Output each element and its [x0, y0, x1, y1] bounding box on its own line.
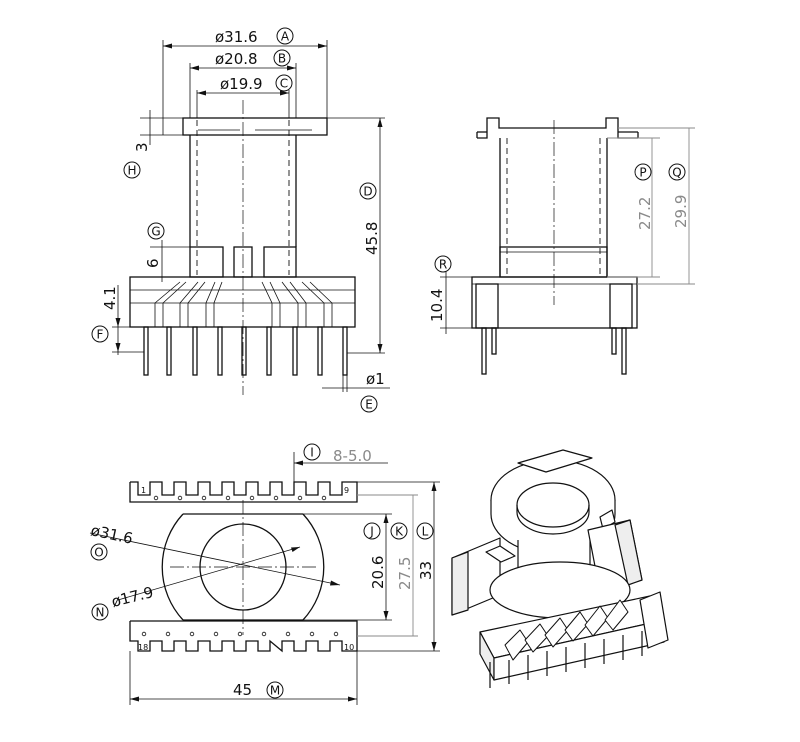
callout-i: I — [303, 443, 321, 461]
dim-a-value: ø31.6 — [215, 28, 258, 46]
svg-text:B: B — [278, 52, 286, 66]
svg-text:G: G — [151, 225, 160, 239]
svg-text:M: M — [270, 684, 280, 698]
svg-text:F: F — [97, 328, 104, 342]
svg-text:J: J — [369, 525, 374, 539]
callout-b: B — [273, 49, 291, 67]
isometric-view — [451, 449, 669, 688]
svg-text:E: E — [365, 398, 373, 412]
callout-o: O — [90, 543, 108, 561]
top-flange — [182, 117, 328, 136]
svg-text:C: C — [280, 77, 288, 91]
bottom-view: 1 9 18 10 ø31.6 O — [89, 443, 440, 705]
pin-label-18: 18 — [138, 643, 148, 652]
svg-text:N: N — [96, 606, 105, 620]
svg-text:O: O — [94, 546, 103, 560]
dim-f-value: 4.1 — [101, 286, 119, 310]
callout-d: D — [359, 182, 377, 200]
svg-text:I: I — [310, 446, 314, 460]
svg-text:L: L — [422, 525, 429, 539]
dim-l-value: 33 — [417, 561, 435, 580]
pin-label-9: 9 — [344, 486, 349, 495]
svg-text:A: A — [281, 30, 290, 44]
callout-l: L — [416, 522, 434, 540]
callout-m: M — [266, 681, 284, 699]
svg-text:P: P — [639, 166, 646, 180]
front-view: ø31.6 A ø20.8 B ø19.9 C 45.8 — [91, 27, 390, 413]
dim-r-value: 10.4 — [428, 289, 446, 322]
bottom-pin-row — [129, 620, 358, 653]
callout-k: K — [390, 522, 408, 540]
top-pin-row — [129, 481, 358, 503]
side-view: 27.2 P 29.9 Q 10.4 R — [428, 117, 695, 375]
callout-a: A — [276, 27, 294, 45]
dim-c-value: ø19.9 — [220, 75, 263, 93]
dim-h-value: 3 — [133, 142, 151, 152]
callout-j: J — [363, 522, 381, 540]
svg-text:K: K — [395, 525, 404, 539]
dim-k-value: 27.5 — [396, 557, 414, 590]
callout-g: G — [147, 222, 165, 240]
dim-g-value: 6 — [144, 258, 162, 268]
callout-p: P — [634, 163, 652, 181]
dim-j-value: 20.6 — [369, 556, 387, 589]
pin-label-1: 1 — [141, 486, 146, 495]
svg-text:R: R — [439, 258, 447, 272]
dim-q-value: 29.9 — [672, 195, 690, 228]
dim-i-value: 8-5.0 — [333, 447, 372, 465]
front-pins — [143, 326, 348, 376]
callout-q: Q — [668, 163, 686, 181]
svg-text:H: H — [127, 164, 136, 178]
pin-label-10: 10 — [344, 643, 354, 652]
svg-text:D: D — [363, 185, 372, 199]
callout-r: R — [434, 255, 452, 273]
dim-b-value: ø20.8 — [215, 50, 258, 68]
dim-d-value: 45.8 — [363, 222, 381, 255]
dim-o-value: ø31.6 — [89, 521, 134, 547]
callout-e: E — [360, 395, 378, 413]
dim-e-value: ø1 — [366, 370, 385, 388]
callout-n: N — [91, 603, 109, 621]
dim-n-value: ø17.9 — [110, 583, 156, 611]
callout-f: F — [91, 325, 109, 343]
dim-m-value: 45 — [233, 681, 252, 699]
dim-p-value: 27.2 — [636, 197, 654, 230]
callout-c: C — [275, 74, 293, 92]
callout-h: H — [123, 161, 141, 179]
svg-text:Q: Q — [672, 166, 681, 180]
